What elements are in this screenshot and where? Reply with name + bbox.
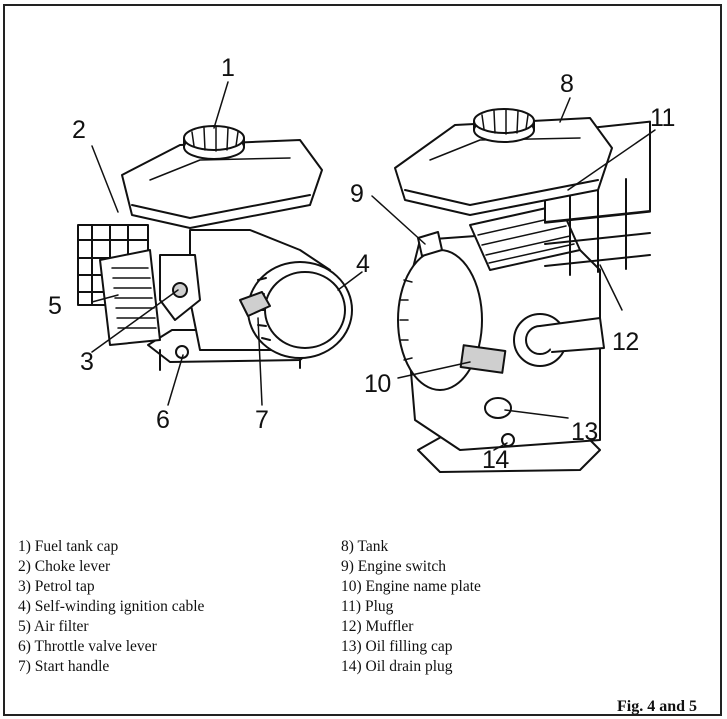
legend-item: 14) Oil drain plug bbox=[341, 658, 453, 675]
legend-right: 8) Tank 9) Engine switch 10) Engine name… bbox=[341, 537, 481, 677]
callout-6: 6 bbox=[156, 406, 170, 434]
callout-5: 5 bbox=[48, 292, 62, 320]
engine-switch bbox=[417, 231, 443, 257]
recoil-starter bbox=[247, 261, 353, 359]
output-shaft bbox=[513, 313, 605, 367]
legend-item: 13) Oil filling cap bbox=[341, 638, 453, 655]
start-handle bbox=[239, 291, 271, 317]
leader-lines-right bbox=[371, 97, 656, 451]
legend-item: 8) Tank bbox=[341, 538, 389, 555]
callout-12: 12 bbox=[612, 328, 639, 356]
callout-3: 3 bbox=[80, 348, 94, 376]
air-filter-grille bbox=[99, 249, 161, 346]
legend-item: 5) Air filter bbox=[18, 618, 89, 635]
legend-item: 9) Engine switch bbox=[341, 558, 447, 575]
callout-7: 7 bbox=[255, 406, 269, 434]
figure-caption: Fig. 4 and 5 bbox=[617, 698, 698, 715]
callout-1: 1 bbox=[221, 54, 235, 82]
legend-item: 2) Choke lever bbox=[18, 558, 111, 575]
leader-lines-left bbox=[91, 81, 363, 406]
callout-2: 2 bbox=[72, 116, 86, 144]
legend-item: 10) Engine name plate bbox=[341, 578, 481, 595]
engine-name-plate bbox=[459, 344, 507, 374]
legend-item: 6) Throttle valve lever bbox=[18, 638, 157, 655]
callout-13: 13 bbox=[571, 418, 598, 446]
legend-item: 3) Petrol tap bbox=[18, 578, 95, 595]
figure-frame bbox=[3, 4, 722, 716]
legend-item: 7) Start handle bbox=[18, 658, 110, 675]
tank-cap bbox=[473, 108, 535, 143]
legend-item: 1) Fuel tank cap bbox=[18, 538, 119, 555]
legend-item: 11) Plug bbox=[341, 598, 394, 615]
callout-4: 4 bbox=[356, 250, 370, 278]
engine-front-view bbox=[77, 125, 353, 371]
callout-9: 9 bbox=[350, 180, 364, 208]
engine-rear-view bbox=[394, 108, 651, 473]
legend-left: 1) Fuel tank cap 2) Choke lever 3) Petro… bbox=[18, 537, 204, 677]
callout-8: 8 bbox=[560, 70, 574, 98]
legend-item: 4) Self-winding ignition cable bbox=[18, 598, 205, 615]
oil-drain-plug bbox=[501, 433, 515, 447]
callout-14: 14 bbox=[482, 446, 509, 474]
oil-filling-cap bbox=[484, 397, 512, 419]
callout-11: 11 bbox=[650, 104, 675, 132]
legend-item: 12) Muffler bbox=[341, 618, 414, 635]
callout-10: 10 bbox=[364, 370, 391, 398]
fuel-tank-cap bbox=[183, 125, 245, 160]
